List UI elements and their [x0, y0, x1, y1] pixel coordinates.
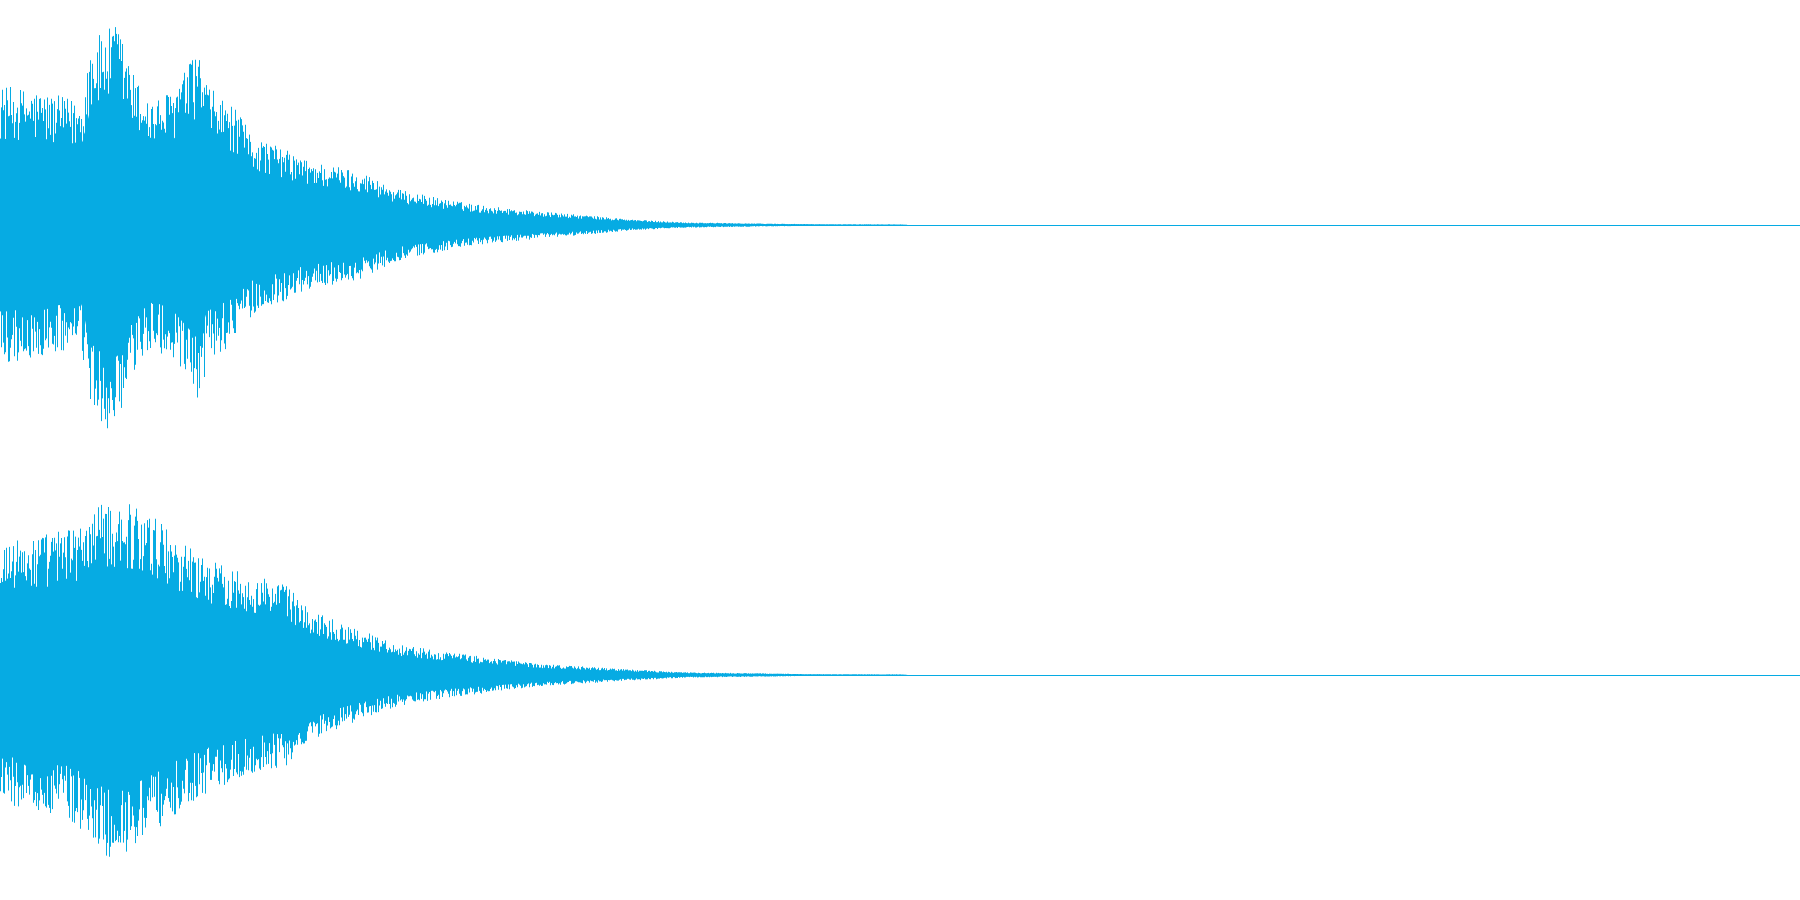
channel-2-waveform — [0, 504, 1800, 857]
channel-1-waveform — [0, 27, 1800, 429]
channel-2-peaks — [0, 504, 907, 857]
channel-1-peaks — [0, 27, 907, 429]
